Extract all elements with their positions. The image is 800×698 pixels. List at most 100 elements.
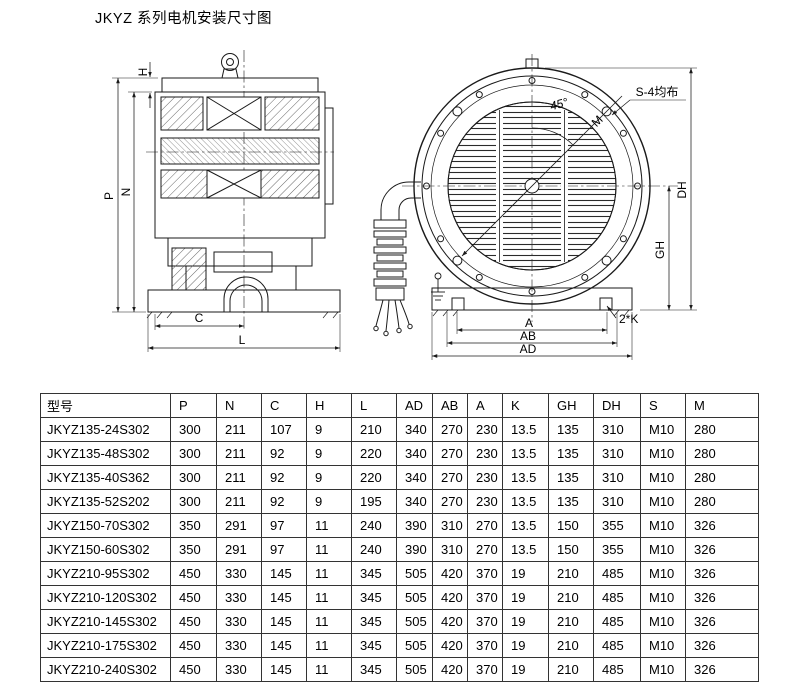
dim-label-n: N [119, 188, 133, 197]
dim-cell-ab: 270 [432, 417, 468, 442]
column-header-dh: DH [593, 393, 641, 418]
dim-cell-c: 145 [261, 585, 307, 610]
dim-cell-a: 270 [467, 513, 503, 538]
dim-cell-dh: 310 [593, 489, 641, 514]
front-view-drawing [373, 54, 678, 337]
dim-cell-a: 270 [467, 537, 503, 562]
dim-cell-a: 370 [467, 561, 503, 586]
holes-callout-label: S-4均布 [636, 85, 679, 99]
dim-cell-dh: 485 [593, 609, 641, 634]
dim-cell-k: 13.5 [502, 489, 549, 514]
dim-cell-a: 370 [467, 609, 503, 634]
dim-cell-k: 19 [502, 585, 549, 610]
dim-cell-s: M10 [640, 609, 686, 634]
dim-cell-l: 345 [351, 585, 397, 610]
dim-cell-p: 300 [170, 417, 217, 442]
column-header-p: P [170, 393, 217, 418]
column-header-m: M [685, 393, 759, 418]
column-header-model: 型号 [40, 393, 171, 418]
dim-cell-a: 370 [467, 585, 503, 610]
dim-cell-m: 280 [685, 465, 759, 490]
dim-cell-ad: 340 [396, 489, 433, 514]
dim-cell-a: 370 [467, 657, 503, 682]
dim-cell-l: 210 [351, 417, 397, 442]
dim-cell-ad: 340 [396, 441, 433, 466]
dim-cell-h: 11 [306, 561, 352, 586]
model-cell: JKYZ135-40S362 [40, 465, 171, 490]
dim-label-a: A [525, 316, 533, 330]
dim-cell-s: M10 [640, 537, 686, 562]
dim-cell-ab: 310 [432, 513, 468, 538]
dim-cell-m: 326 [685, 609, 759, 634]
dim-cell-c: 145 [261, 657, 307, 682]
dim-cell-gh: 210 [548, 657, 594, 682]
dim-cell-ab: 270 [432, 465, 468, 490]
dim-cell-s: M10 [640, 417, 686, 442]
column-header-k: K [502, 393, 549, 418]
dim-cell-h: 9 [306, 441, 352, 466]
dim-cell-dh: 485 [593, 561, 641, 586]
dim-cell-p: 350 [170, 513, 217, 538]
model-cell: JKYZ135-24S302 [40, 417, 171, 442]
dim-cell-c: 92 [261, 489, 307, 514]
dim-cell-h: 9 [306, 489, 352, 514]
dim-cell-h: 11 [306, 657, 352, 682]
dim-cell-ad: 340 [396, 465, 433, 490]
dim-label-ad: AD [520, 342, 537, 356]
column-header-l: L [351, 393, 397, 418]
cable-conduit [373, 181, 421, 337]
angle-label: 45° [548, 95, 569, 113]
dim-cell-s: M10 [640, 513, 686, 538]
column-header-ad: AD [396, 393, 433, 418]
dim-cell-ad: 505 [396, 609, 433, 634]
dim-cell-l: 240 [351, 537, 397, 562]
dim-cell-ad: 505 [396, 633, 433, 658]
dim-cell-ab: 420 [432, 585, 468, 610]
dim-cell-a: 230 [467, 441, 503, 466]
dim-cell-ad: 505 [396, 657, 433, 682]
dim-cell-m: 326 [685, 537, 759, 562]
dim-cell-k: 13.5 [502, 441, 549, 466]
dim-cell-h: 9 [306, 417, 352, 442]
column-header-n: N [216, 393, 262, 418]
dim-cell-m: 326 [685, 657, 759, 682]
dim-cell-n: 211 [216, 489, 262, 514]
dim-cell-n: 330 [216, 585, 262, 610]
dim-cell-n: 291 [216, 537, 262, 562]
model-cell: JKYZ135-52S202 [40, 489, 171, 514]
dim-cell-gh: 210 [548, 585, 594, 610]
dim-cell-m: 280 [685, 489, 759, 514]
dim-cell-dh: 485 [593, 657, 641, 682]
dim-cell-l: 195 [351, 489, 397, 514]
dim-cell-ad: 505 [396, 585, 433, 610]
dim-cell-p: 450 [170, 609, 217, 634]
dim-cell-ad: 390 [396, 513, 433, 538]
column-header-ab: AB [432, 393, 468, 418]
dim-cell-h: 11 [306, 609, 352, 634]
column-header-h: H [306, 393, 352, 418]
dim-cell-gh: 135 [548, 465, 594, 490]
dim-cell-dh: 310 [593, 465, 641, 490]
dim-cell-l: 220 [351, 465, 397, 490]
lifting-eye-bolt [221, 53, 239, 79]
dim-cell-n: 211 [216, 441, 262, 466]
dim-cell-s: M10 [640, 489, 686, 514]
model-cell: JKYZ150-60S302 [40, 537, 171, 562]
dim-cell-n: 211 [216, 465, 262, 490]
dim-cell-s: M10 [640, 561, 686, 586]
dim-cell-h: 11 [306, 513, 352, 538]
dim-label-l: L [239, 333, 246, 347]
dim-cell-h: 9 [306, 465, 352, 490]
dim-cell-m: 280 [685, 441, 759, 466]
dim-cell-h: 11 [306, 537, 352, 562]
dim-cell-n: 330 [216, 657, 262, 682]
dim-cell-n: 330 [216, 633, 262, 658]
